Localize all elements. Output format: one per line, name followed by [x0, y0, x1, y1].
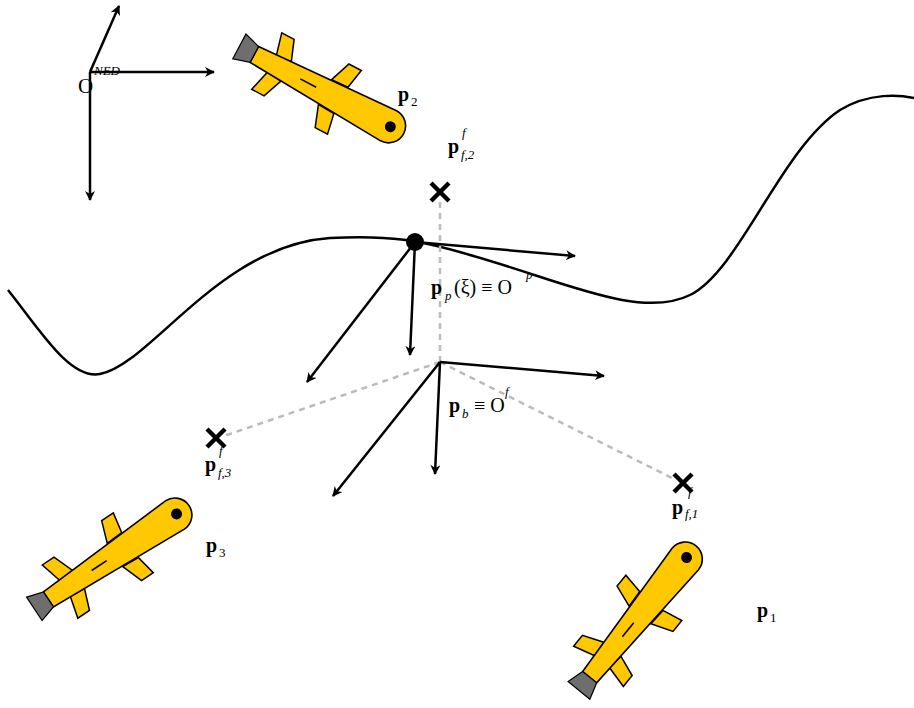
vehicle-index: 2	[411, 95, 418, 108]
auv-vehicle	[551, 523, 724, 708]
vehicle-symbol: p	[206, 535, 217, 555]
auv-vehicle	[222, 15, 420, 166]
target-symbol: p	[448, 136, 459, 156]
path-subscript: p	[445, 289, 452, 302]
target-superscript: f	[462, 126, 466, 139]
frame-name: O	[78, 76, 93, 97]
target-superscript: f	[688, 485, 692, 498]
path-expression: (ξ) ≡ O	[454, 277, 512, 297]
target-symbol: p	[205, 454, 216, 474]
vehicle-index: 3	[219, 546, 226, 559]
target-subscript: f,2	[461, 148, 474, 161]
target-symbol: p	[672, 497, 683, 517]
target-superscript: f	[219, 444, 223, 457]
vehicle-symbol: p	[757, 600, 768, 620]
path-symbol: p	[431, 277, 442, 297]
target-subscript: f,3	[218, 466, 231, 479]
barycenter-symbol: p	[449, 395, 460, 415]
target-subscript: f,1	[685, 507, 698, 520]
vehicle-index: 1	[770, 611, 777, 624]
frame-axes	[90, 6, 604, 496]
barycenter-subscript: b	[462, 407, 469, 420]
formation-links	[224, 200, 676, 480]
vehicle-symbol: p	[398, 84, 409, 104]
barycenter-expression: ≡ O	[474, 395, 505, 415]
path-point	[406, 233, 424, 251]
path-curve	[8, 96, 914, 375]
frame-superscript: NED	[94, 64, 120, 77]
target-crosses	[207, 183, 692, 492]
frame-superscript: f	[505, 385, 509, 398]
frame-superscript: p	[526, 268, 533, 281]
auv-vehicle	[14, 476, 209, 639]
